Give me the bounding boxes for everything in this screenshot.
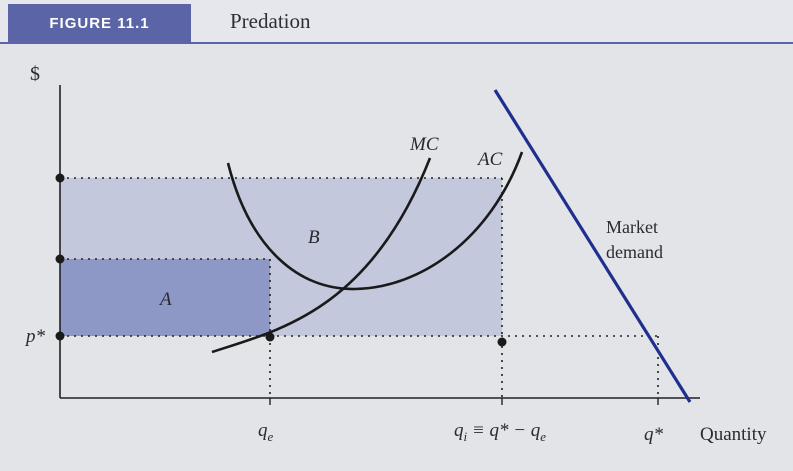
- figure-number-badge: FIGURE 11.1: [8, 4, 191, 42]
- region-a-label: A: [158, 289, 172, 310]
- x-axis-ticks: [269, 398, 659, 405]
- dotted-guides: [60, 177, 660, 398]
- demand-label-line1: Market: [606, 217, 658, 237]
- point-axis-pstar: [55, 331, 65, 341]
- region-a-shading: [60, 259, 270, 336]
- market-demand-line: [493, 89, 692, 403]
- point-axis-mid: [55, 254, 65, 264]
- demand-label-line2: demand: [606, 242, 663, 262]
- qe-label: qe: [258, 420, 274, 444]
- region-b-label: B: [308, 227, 320, 248]
- pstar-label: p*: [24, 326, 46, 347]
- x-axis-label: Quantity: [700, 424, 767, 445]
- mc-label: MC: [409, 134, 439, 155]
- y-axis-label: $: [30, 63, 40, 85]
- point-axis-top: [55, 173, 65, 183]
- point-mc-qe: [265, 332, 275, 342]
- point-qi-pstar: [497, 337, 507, 347]
- ac-label: AC: [476, 149, 503, 170]
- mc-curve: [211, 157, 432, 354]
- figure-header: FIGURE 11.1 Predation: [0, 0, 793, 44]
- figure-title: Predation: [230, 9, 311, 33]
- qstar-label: q*: [644, 424, 664, 445]
- qi-label: qi ≡ q* − qe: [454, 420, 546, 444]
- ac-curve: [226, 151, 524, 291]
